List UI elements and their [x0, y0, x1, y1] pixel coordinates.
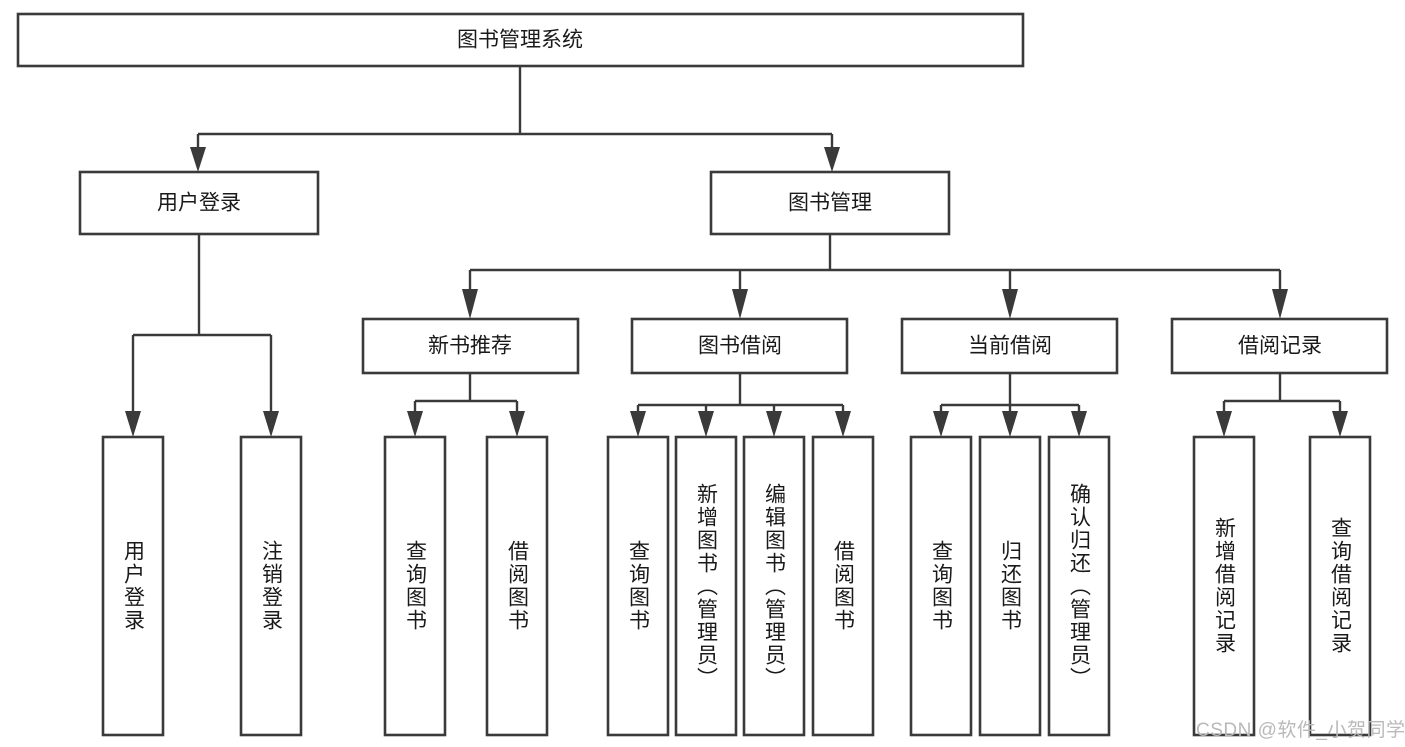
arrow-leaf-query-book-3: [933, 411, 949, 437]
leaf-add-record-box[interactable]: [1192, 435, 1256, 737]
arrow-leaf-user-logout: [263, 411, 279, 437]
node-current-borrow[interactable]: 当前借阅: [900, 317, 1119, 375]
node-user-login[interactable]: 用户登录: [78, 170, 320, 236]
leaf-user-login-box[interactable]: [101, 435, 165, 737]
arrow-leaf-confirm-return: [1071, 411, 1087, 437]
node-root-label: 图书管理系统: [457, 29, 583, 52]
node-new-book-rec-box: [361, 317, 580, 375]
connector-borrow-record-to-leaves: [1216, 373, 1348, 437]
node-book-manage-box: [709, 170, 951, 236]
node-current-borrow-label: 当前借阅: [968, 335, 1052, 358]
node-borrow-record-box: [1170, 317, 1389, 375]
connector-book-manage-to-level3: [462, 234, 1288, 319]
csdn-watermark: CSDN @软件_小贺同学: [1196, 720, 1405, 741]
node-new-book-rec-label: 新书推荐: [428, 335, 512, 358]
node-user-login-label: 用户登录: [157, 192, 241, 215]
arrow-to-new-book-rec: [462, 289, 478, 319]
leaf-edit-book-box[interactable]: [742, 435, 806, 737]
leaf-add-book-box[interactable]: [674, 435, 738, 737]
leaf-query-book-2-box[interactable]: [606, 435, 670, 737]
node-new-book-rec[interactable]: 新书推荐: [361, 317, 580, 375]
connector-root-to-level2: [190, 66, 840, 172]
arrow-leaf-add-book: [698, 411, 714, 437]
arrow-leaf-user-login: [125, 411, 141, 437]
arrow-leaf-query-record: [1332, 411, 1348, 437]
node-book-manage[interactable]: 图书管理: [709, 170, 951, 236]
arrow-to-book-manage: [824, 147, 840, 172]
node-current-borrow-box: [900, 317, 1119, 375]
arrow-leaf-edit-book: [766, 411, 782, 437]
node-borrow-record-label: 借阅记录: [1238, 335, 1322, 358]
leaf-borrow-book-1-box[interactable]: [485, 435, 549, 737]
node-root-box: [16, 12, 1025, 68]
arrow-leaf-query-book-2: [630, 411, 646, 437]
arrow-to-user-login: [190, 147, 206, 172]
arrow-leaf-borrow-book-1: [509, 411, 525, 437]
node-book-manage-label: 图书管理: [788, 192, 872, 215]
arrow-leaf-borrow-book-2: [835, 411, 851, 437]
leaf-return-book-box[interactable]: [978, 435, 1042, 737]
leaf-query-book-3-box[interactable]: [909, 435, 973, 737]
connector-current-borrow-to-leaves: [933, 373, 1087, 437]
arrow-leaf-query-book-1: [407, 411, 423, 437]
arrow-to-borrow-record: [1272, 289, 1288, 319]
arrow-to-current-borrow: [1002, 289, 1018, 319]
node-borrow-record[interactable]: 借阅记录: [1170, 317, 1389, 375]
node-book-borrow-box: [630, 317, 849, 375]
connector-new-book-rec-to-leaves: [407, 373, 525, 437]
node-book-borrow-label: 图书借阅: [698, 335, 782, 358]
node-root[interactable]: 图书管理系统: [16, 12, 1025, 68]
leaf-query-record-box[interactable]: [1308, 435, 1372, 737]
leaf-borrow-book-2-box[interactable]: [811, 435, 875, 737]
leaf-user-logout-box[interactable]: [239, 435, 303, 737]
connector-user-login-to-leaves: [125, 234, 279, 437]
arrow-to-book-borrow: [732, 289, 748, 319]
connector-book-borrow-to-leaves: [630, 373, 851, 437]
leaf-confirm-return-box[interactable]: [1047, 435, 1111, 737]
arrow-leaf-return-book: [1002, 411, 1018, 437]
node-book-borrow[interactable]: 图书借阅: [630, 317, 849, 375]
arrow-leaf-add-record: [1216, 411, 1232, 437]
leaf-query-book-1-box[interactable]: [383, 435, 447, 737]
